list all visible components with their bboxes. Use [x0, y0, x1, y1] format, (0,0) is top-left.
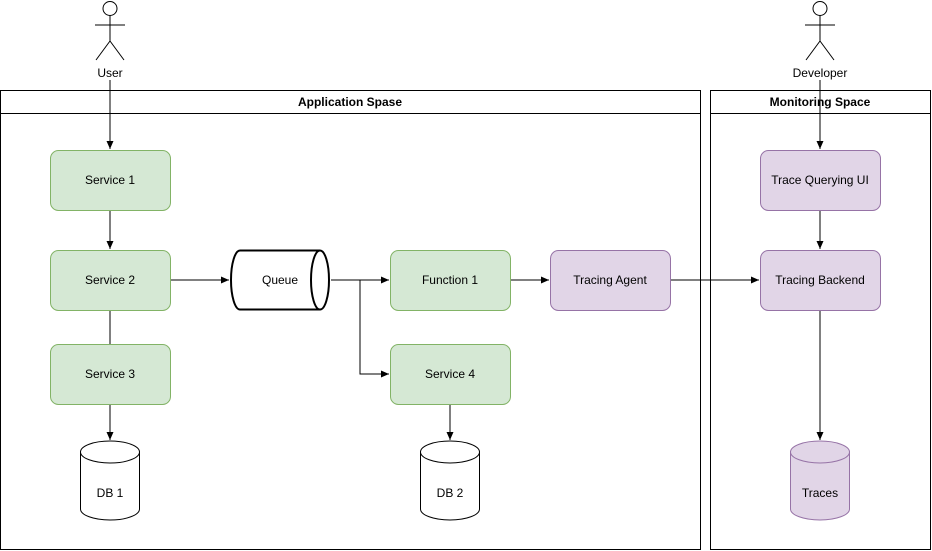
db1-node: DB 1 — [80, 440, 140, 521]
tracing-backend-node: Tracing Backend — [760, 250, 881, 311]
function1-node: Function 1 — [390, 250, 511, 311]
tracing-agent-node: Tracing Agent — [550, 250, 671, 311]
db2-node: DB 2 — [420, 440, 480, 521]
db2-label: DB 2 — [437, 486, 464, 500]
queue-node: Queue — [230, 249, 330, 311]
traces-label: Traces — [802, 486, 838, 500]
service3-node: Service 3 — [50, 344, 171, 405]
edges — [106, 80, 824, 440]
function1-label: Function 1 — [422, 273, 478, 287]
tracing-backend-label: Tracing Backend — [775, 273, 865, 287]
service2-node: Service 2 — [50, 250, 171, 311]
db1-label: DB 1 — [97, 486, 124, 500]
service4-label: Service 4 — [425, 367, 475, 381]
service2-label: Service 2 — [85, 273, 135, 287]
service1-node: Service 1 — [50, 150, 171, 211]
service4-node: Service 4 — [390, 344, 511, 405]
developer-label: Developer — [793, 66, 848, 80]
service1-label: Service 1 — [85, 173, 135, 187]
user-label: User — [97, 66, 122, 80]
trace-querying-ui-label: Trace Querying UI — [771, 173, 869, 187]
queue-label: Queue — [262, 273, 298, 287]
user-actor-icon — [95, 1, 125, 61]
traces-node: Traces — [790, 440, 850, 521]
application-space-title: Application Spase — [298, 95, 402, 109]
edge-queue-service4 — [359, 280, 389, 378]
service3-label: Service 3 — [85, 367, 135, 381]
developer-actor-icon — [805, 1, 835, 61]
tracing-agent-label: Tracing Agent — [573, 273, 647, 287]
trace-querying-ui-node: Trace Querying UI — [760, 150, 881, 211]
